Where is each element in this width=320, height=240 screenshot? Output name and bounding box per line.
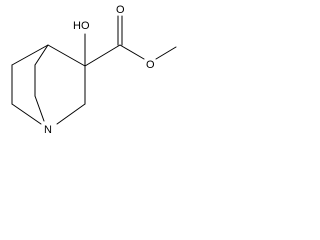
ester-oxygen-label: O — [146, 59, 155, 71]
carbonyl-oxygen-label: O — [116, 4, 125, 16]
hydroxyl-label: HO — [73, 20, 90, 32]
bond-c8-n1 — [34, 95, 45, 122]
nitrogen-label: N — [44, 124, 52, 136]
bond-c4-c5 — [11, 44, 49, 66]
bond-c3-ccarbonyl — [84, 44, 121, 67]
bond-c4-c7 — [34, 44, 49, 66]
bond-c6-n1 — [11, 103, 42, 125]
bond-c2-n1 — [56, 103, 86, 125]
bond-oester-methyl — [155, 46, 177, 60]
bond-c4-c3 — [47, 44, 86, 67]
structural-formula: HO O O N — [11, 4, 177, 136]
bond-ccarbonyl-oester — [119, 44, 145, 60]
